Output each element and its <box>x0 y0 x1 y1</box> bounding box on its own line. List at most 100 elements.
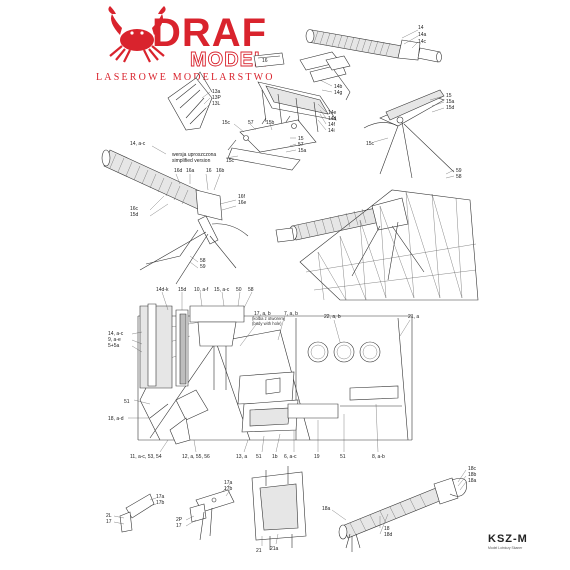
label: 14, a-c <box>130 141 146 147</box>
label: 18d <box>384 532 393 538</box>
label: 15d <box>446 105 455 111</box>
label: 14c <box>418 39 427 45</box>
label: 21a <box>270 546 279 552</box>
label: 14f <box>328 122 336 128</box>
label: 5+5a <box>108 343 119 349</box>
label: 16e <box>238 200 247 206</box>
label: 13L <box>212 101 221 107</box>
part-16-top <box>253 52 285 68</box>
note-line-2: simplified version <box>172 158 211 164</box>
label: 2L <box>106 513 112 519</box>
label: 7, a, b <box>284 311 298 317</box>
gun-barrel-top <box>305 29 442 63</box>
label: (body with hole) <box>252 321 282 326</box>
label: 22, a, b <box>324 314 341 320</box>
label: 9, a-e <box>108 337 121 343</box>
label: 15b <box>266 120 275 126</box>
label: 14d <box>328 116 337 122</box>
part-17-right <box>189 489 235 541</box>
label: 16 <box>206 168 212 174</box>
part-14b-brackets <box>299 51 351 101</box>
note-line-1: wersja uproszczona <box>172 152 216 158</box>
signature-logo: KSZ-M <box>488 533 528 545</box>
label: 14b <box>334 84 343 90</box>
label: 15, a-c <box>214 287 230 293</box>
cockpit-tube-left <box>139 303 189 389</box>
label: 16b <box>216 168 225 174</box>
label: 15d <box>178 287 187 293</box>
signature-mark: KSZ-M Model Lotniczy Skaner <box>488 533 528 550</box>
signature-sub: Model Lotniczy Skaner <box>488 546 523 550</box>
label: 13a <box>212 89 221 95</box>
label: 17b <box>156 500 165 506</box>
label: 17, a, b <box>254 311 271 317</box>
leader-lines <box>113 29 467 546</box>
label: 58 <box>248 287 254 293</box>
label: 15 <box>446 93 452 99</box>
label: (kolba z otworem) <box>252 316 286 321</box>
label: 21, a <box>408 314 419 320</box>
label: 15 <box>298 136 304 142</box>
label: 17 <box>176 523 182 529</box>
label: 15a <box>298 148 307 154</box>
label: 51 <box>256 454 262 460</box>
label: 6, a-c <box>284 454 297 460</box>
label: 16a <box>186 168 195 174</box>
label: 51 <box>340 454 346 460</box>
part-14d-frame <box>257 81 337 133</box>
label: 57 <box>248 120 254 126</box>
label: 14a <box>418 32 427 38</box>
label: 15c <box>226 158 235 164</box>
cockpit-lower-left <box>149 389 209 445</box>
label: 51 <box>124 399 130 405</box>
crab-icon <box>108 6 166 63</box>
callout-labels: 14 14a 14c 16 13a 13P 13L 14b 14g 14e 14… <box>106 25 477 554</box>
label: 18b <box>468 472 477 478</box>
label: 17 <box>106 519 112 525</box>
label: 18a <box>468 478 477 484</box>
label: 50 <box>236 287 242 293</box>
label: 14d-k <box>156 287 169 293</box>
brand-logo: DRAF MODEL LASEROWE MODELARSTWO <box>96 6 275 83</box>
label: 58 <box>200 258 206 264</box>
label: 21 <box>256 548 262 554</box>
label: 17a <box>156 494 165 500</box>
label: 14g <box>334 90 343 96</box>
label: 2P <box>176 517 183 523</box>
label: 59 <box>456 168 462 174</box>
label: 18 <box>384 526 390 532</box>
brand-name: DRAF <box>152 11 267 55</box>
label: 17b <box>224 486 233 492</box>
part-17-left <box>119 493 155 533</box>
panel-21 <box>251 466 307 550</box>
gun-left-tripod <box>101 149 249 285</box>
label: 8, a-b <box>372 454 385 460</box>
label: 14 <box>418 25 424 31</box>
label: 1b <box>272 454 278 460</box>
label: 15c <box>222 120 231 126</box>
label: 10, a-f <box>194 287 209 293</box>
floor-panels <box>287 385 402 419</box>
label: 16d <box>174 168 183 174</box>
brand-tagline: LASEROWE MODELARSTWO <box>96 72 275 83</box>
cockpit-upper-parts <box>189 305 245 390</box>
label: 15d <box>130 212 139 218</box>
label: 16c <box>130 206 139 212</box>
label: 14, a-c <box>108 331 124 337</box>
label: 14e <box>328 110 337 116</box>
label: 15a <box>446 99 455 105</box>
label: 13, a <box>236 454 247 460</box>
label: 58 <box>456 174 462 180</box>
label: 57 <box>298 142 304 148</box>
label: 13P <box>212 95 222 101</box>
label: 14i <box>328 128 335 134</box>
label: 18c <box>468 466 477 472</box>
brand-sub: MODEL <box>190 49 267 71</box>
label: 18a <box>322 506 331 512</box>
gun-bottom-right <box>338 477 467 552</box>
label: 18, a-d <box>108 416 124 422</box>
label: 19 <box>314 454 320 460</box>
label: 16 <box>262 58 268 64</box>
label: 15c <box>366 141 375 147</box>
